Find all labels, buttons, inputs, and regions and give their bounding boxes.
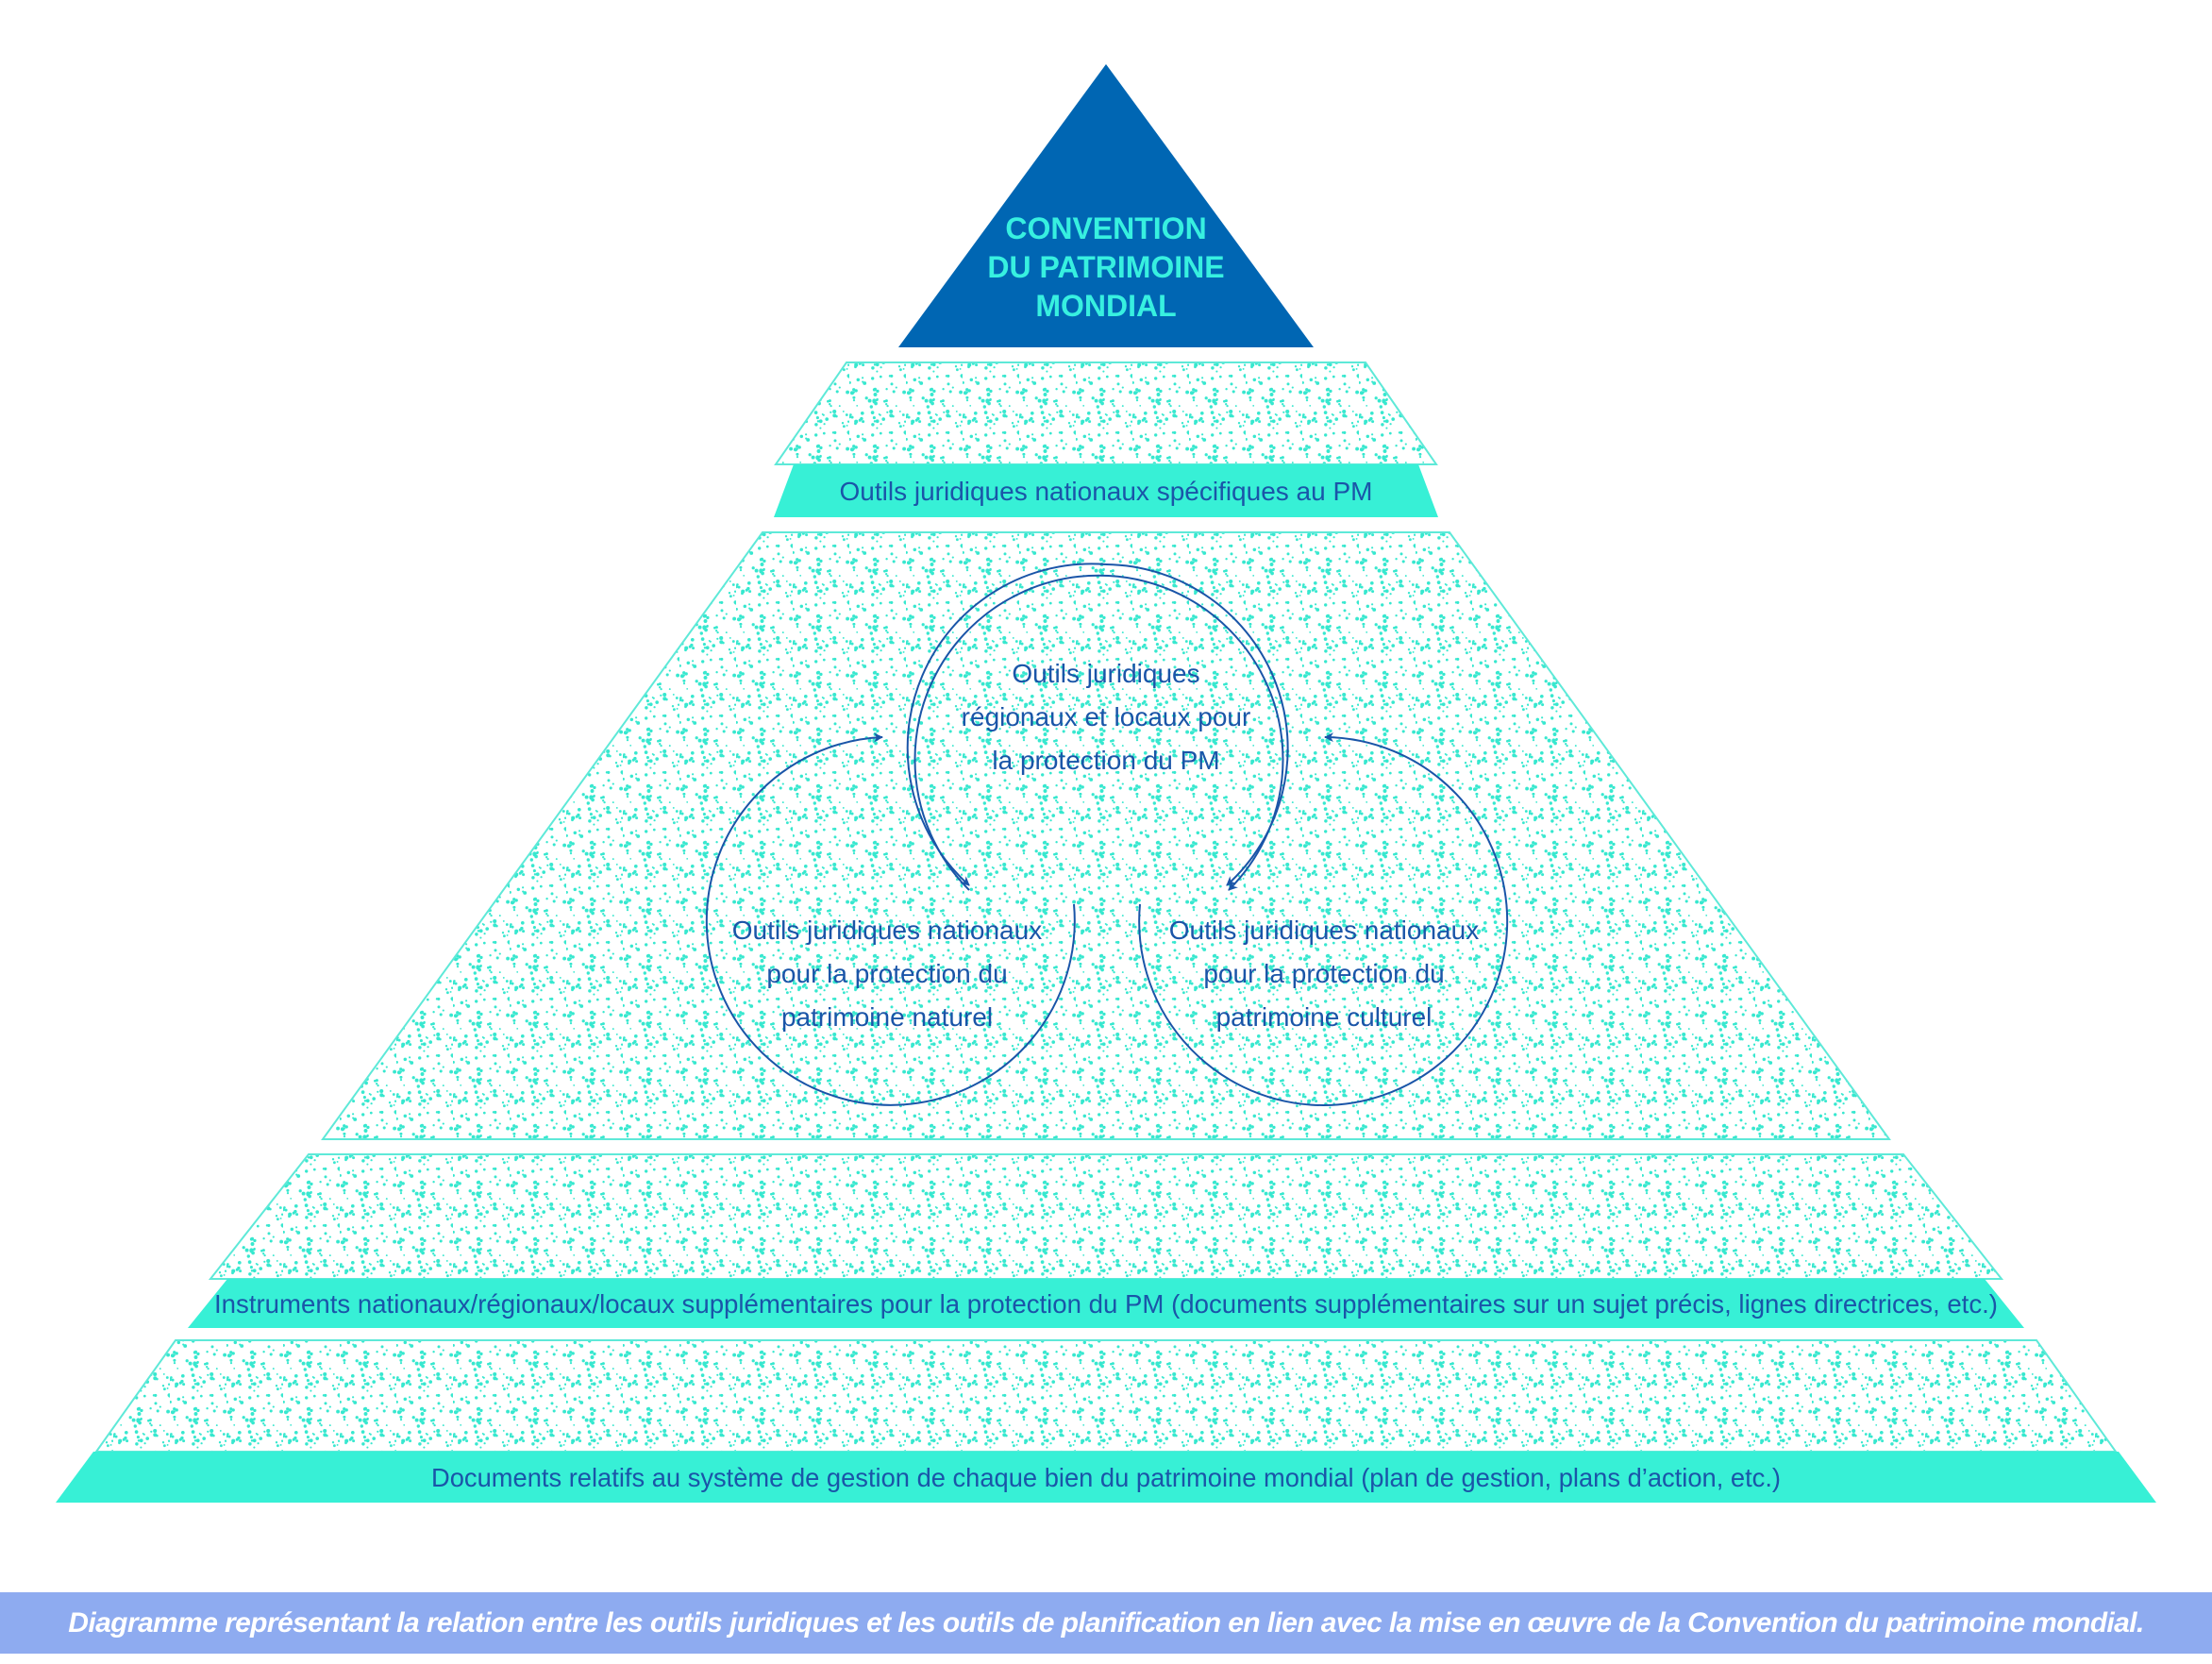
tier-3-label: Instruments nationaux/régionaux/locaux s… xyxy=(214,1289,1998,1319)
arrow-cycle-top xyxy=(906,563,1107,886)
tier-1: Outils juridiques nationaux spécifiques … xyxy=(774,361,1438,517)
natural-heritage-line-3: patrimoine naturel xyxy=(781,1002,993,1032)
arrow-cycle-right xyxy=(1138,732,1509,1106)
regional-tools-line-3: la protection du PM xyxy=(992,746,1219,775)
apex-title-line-1: CONVENTION xyxy=(1005,211,1206,245)
pyramid-diagram: CONVENTION DU PATRIMOINE MONDIAL Outils … xyxy=(56,64,2156,1503)
tier-4-speckle xyxy=(94,1339,2118,1453)
natural-heritage-line-1: Outils juridiques nationaux xyxy=(732,916,1042,945)
cultural-heritage-line-3: patrimoine culturel xyxy=(1216,1002,1433,1032)
arrow-top-to-left xyxy=(913,574,1284,891)
tier-2-speckle xyxy=(321,531,1891,1140)
tier-4: Documents relatifs au système de gestion… xyxy=(56,1339,2156,1503)
cultural-heritage-line-2: pour la protection du xyxy=(1203,959,1444,988)
regional-tools-line-2: régionaux et locaux pour xyxy=(962,702,1251,731)
caption-bar: Diagramme représentant la relation entre… xyxy=(0,1592,2212,1654)
apex-title-line-3: MONDIAL xyxy=(1035,289,1176,323)
tier-1-band xyxy=(774,464,1438,517)
tier-3: Instruments nationaux/régionaux/locaux s… xyxy=(188,1153,2024,1328)
tier-3-band xyxy=(188,1279,2024,1328)
arrow-cycle-left xyxy=(705,732,1076,1106)
tier-4-label: Documents relatifs au système de gestion… xyxy=(431,1463,1781,1492)
tier-4-band xyxy=(56,1452,2156,1503)
cultural-heritage-line-1: Outils juridiques nationaux xyxy=(1169,916,1479,945)
apex-triangle xyxy=(898,64,1314,347)
regional-tools-line-1: Outils juridiques xyxy=(1012,659,1199,688)
natural-heritage-line-2: pour la protection du xyxy=(766,959,1007,988)
caption-text: Diagramme représentant la relation entre… xyxy=(68,1606,2144,1639)
apex-title-line-2: DU PATRIMOINE xyxy=(987,250,1224,284)
tier-2: Outils juridiques régionaux et locaux po… xyxy=(321,531,1891,1140)
tier-1-label: Outils juridiques nationaux spécifiques … xyxy=(840,477,1373,506)
tier-3-speckle xyxy=(208,1153,2004,1280)
tier-1-speckle xyxy=(774,361,1438,465)
apex-tier: CONVENTION DU PATRIMOINE MONDIAL xyxy=(898,64,1314,347)
arrow-cycle-top-right xyxy=(1105,563,1289,886)
